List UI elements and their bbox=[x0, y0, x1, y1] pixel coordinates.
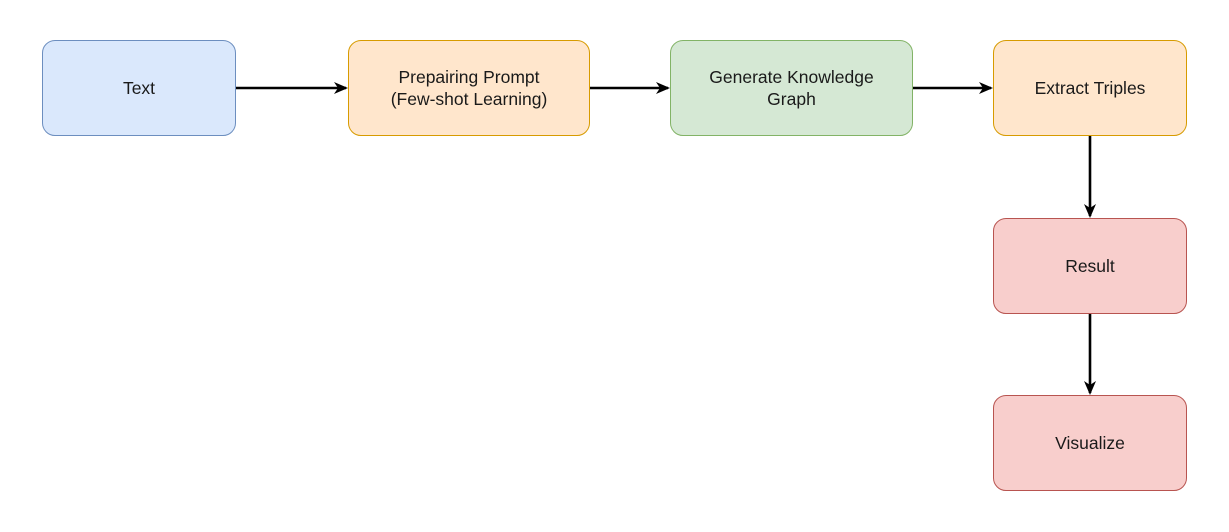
node-text-label: Text bbox=[122, 78, 156, 98]
node-preparing-prompt-label: Prepairing Prompt (Few-shot Learning) bbox=[390, 67, 548, 109]
node-visualize-label: Visualize bbox=[1055, 433, 1125, 453]
node-generate-knowledge-graph: Generate Knowledge Graph bbox=[670, 40, 913, 136]
node-result: Result bbox=[993, 218, 1187, 314]
node-result-label: Result bbox=[1065, 256, 1115, 276]
node-visualize: Visualize bbox=[993, 395, 1187, 491]
node-generate-knowledge-graph-label: Generate Knowledge Graph bbox=[709, 67, 874, 109]
node-extract-triples: Extract Triples bbox=[993, 40, 1187, 136]
node-preparing-prompt: Prepairing Prompt (Few-shot Learning) bbox=[348, 40, 590, 136]
node-extract-triples-label: Extract Triples bbox=[1034, 78, 1146, 98]
node-text: Text bbox=[42, 40, 236, 136]
